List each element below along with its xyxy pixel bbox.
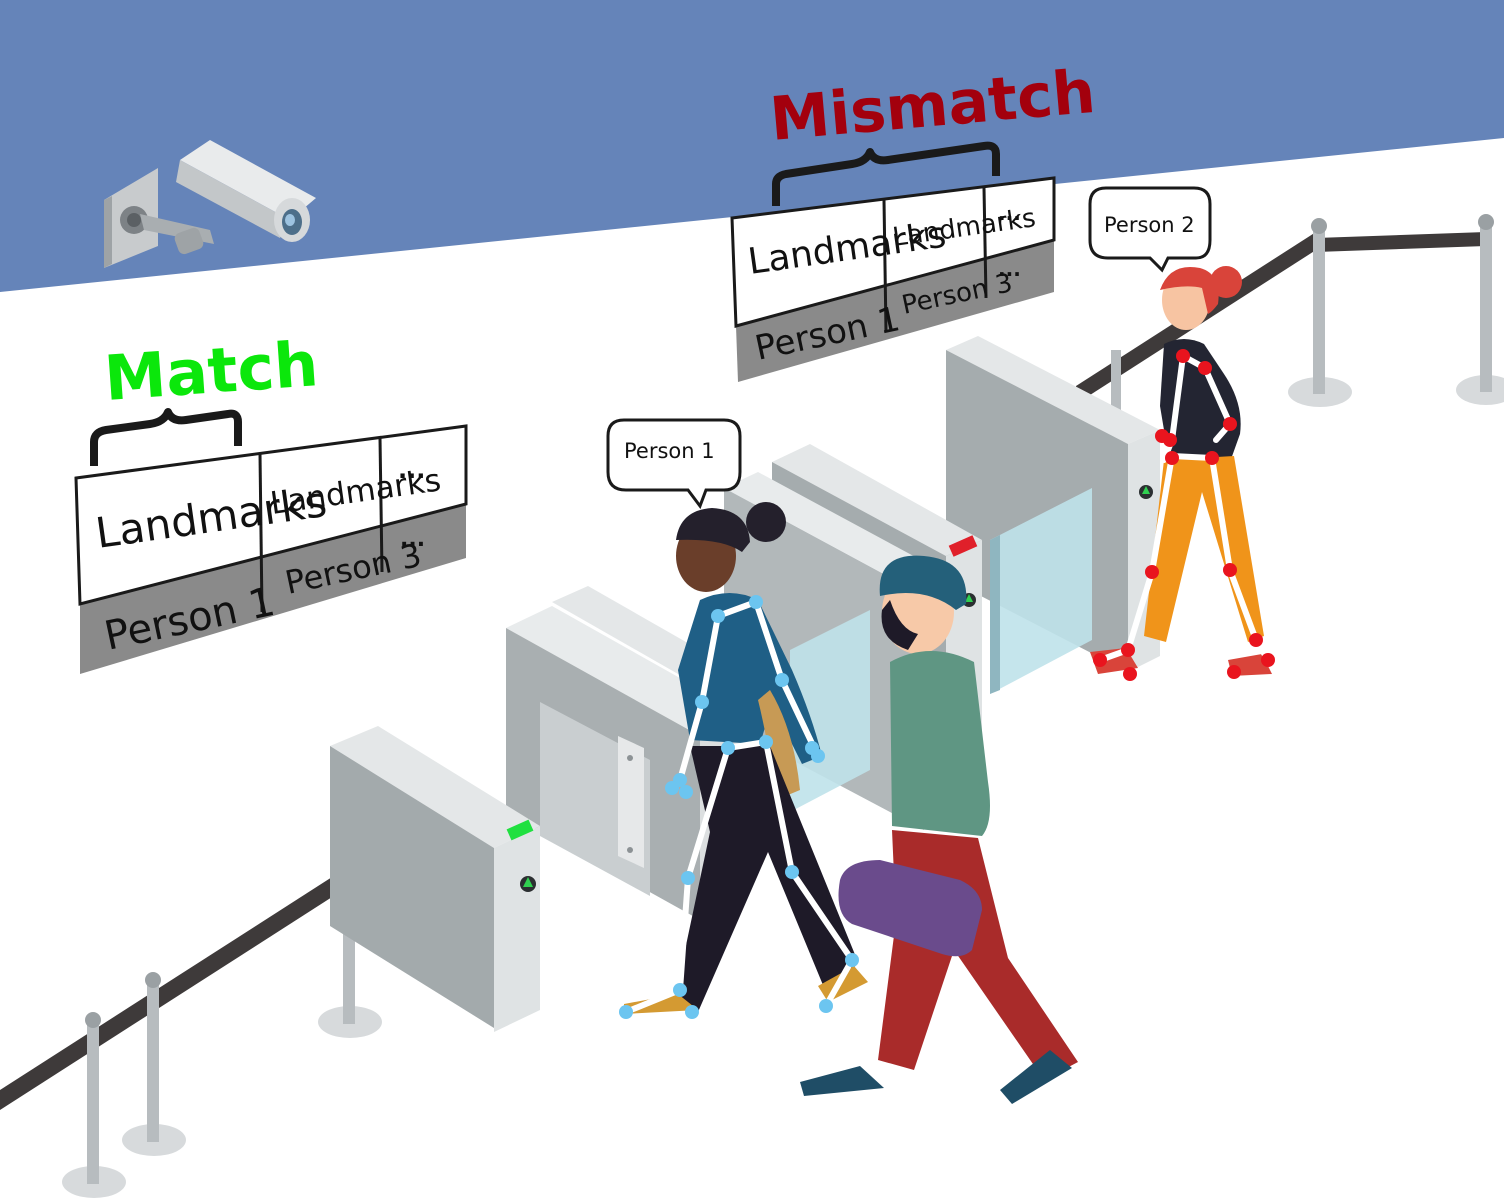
cctv-camera-icon bbox=[104, 140, 316, 268]
bubble-person-1-text: Person 1 bbox=[624, 439, 715, 463]
mismatch-brace bbox=[772, 141, 1000, 206]
queue-barrier-left bbox=[0, 836, 396, 1198]
match-footer-cell-3: ... bbox=[400, 527, 425, 552]
bubble-person-2-text: Person 2 bbox=[1104, 213, 1195, 237]
speech-bubble-person-1: Person 1 bbox=[606, 418, 742, 510]
person-1-keypoints bbox=[619, 595, 859, 1019]
mismatch-footer-cell-3: ... bbox=[998, 257, 1021, 281]
wall-band bbox=[0, 0, 1504, 292]
match-table: Landmarks Landmarks ... Person 1 Person … bbox=[74, 424, 468, 674]
up-arrow-icon bbox=[1142, 486, 1150, 494]
mismatch-header-cell-3: ... bbox=[998, 201, 1021, 225]
person-3-figure bbox=[800, 555, 1078, 1104]
turnstile-left bbox=[330, 726, 540, 1032]
match-brace bbox=[90, 408, 242, 466]
mismatch-table: Landmarks Landmarks ... Person 1 Person … bbox=[730, 176, 1056, 382]
match-label: Match bbox=[102, 327, 321, 415]
person-2-keypoints bbox=[1093, 349, 1275, 681]
speech-bubble-person-2: Person 2 bbox=[1088, 186, 1212, 273]
turnstile-back-right bbox=[946, 336, 1160, 694]
match-header-cell-3: ... bbox=[398, 456, 425, 484]
